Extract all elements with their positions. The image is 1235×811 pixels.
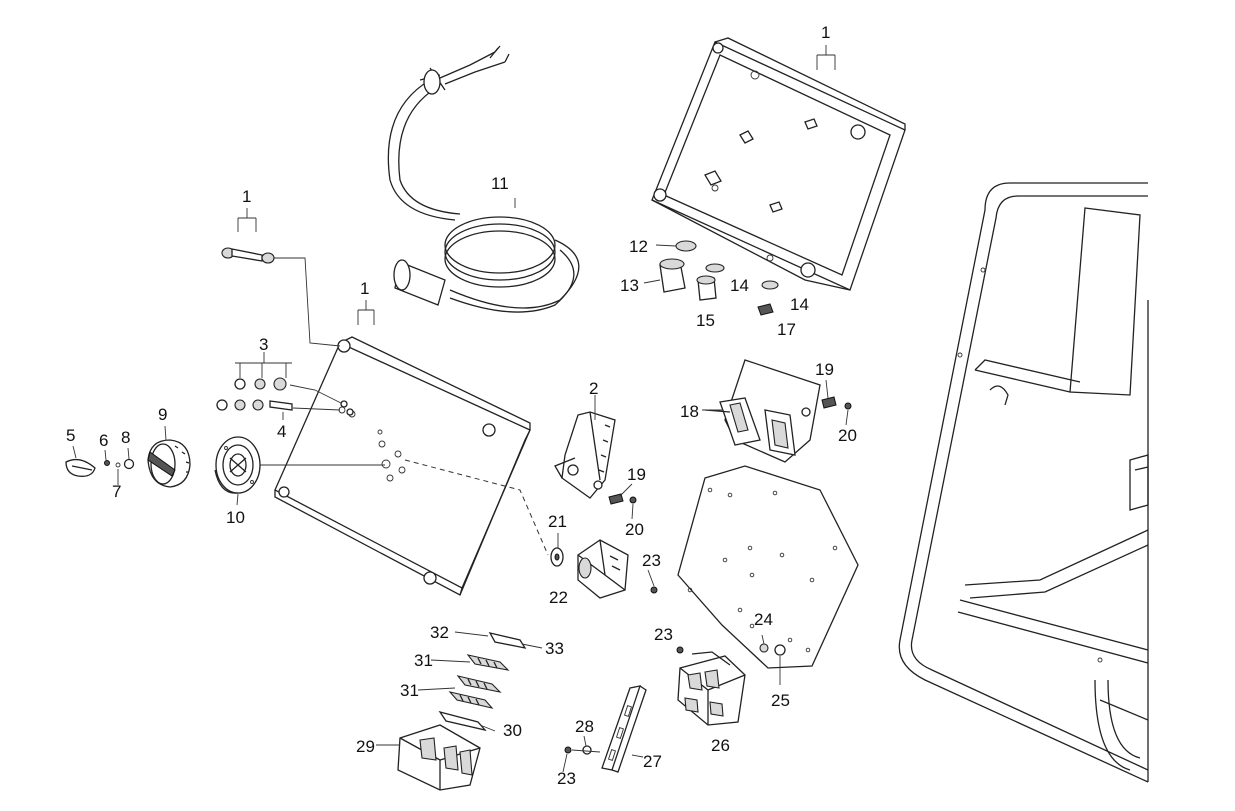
callout-20a: 20 [625, 520, 644, 539]
clip-19b [821, 396, 837, 409]
contactor-18 [704, 359, 821, 463]
washer-25 [774, 644, 786, 656]
contactor-26 [676, 646, 746, 726]
callout-29: 29 [356, 737, 375, 756]
callout-9: 9 [158, 405, 167, 424]
din-rail-27 [601, 685, 647, 773]
frame [898, 182, 1149, 783]
callout-19a: 19 [627, 465, 646, 484]
callout-19b: 19 [815, 360, 834, 379]
enclosure-top [651, 37, 906, 291]
bolt-1 [221, 247, 275, 264]
screw-23 [650, 586, 658, 594]
callout-32: 32 [430, 623, 449, 642]
breaker-29 [397, 724, 481, 791]
fittings-3-4 [216, 377, 354, 416]
callout-13: 13 [620, 276, 639, 295]
screw-6 [104, 460, 110, 466]
power-cable [387, 45, 580, 313]
callout-7: 7 [112, 482, 121, 501]
callout-labels: 1 1 1 2 3 4 5 6 7 8 9 10 11 12 13 14 14 … [66, 23, 857, 788]
bracket-2 [554, 411, 616, 499]
nut-24 [759, 643, 769, 653]
callout-3: 3 [259, 335, 268, 354]
callout-14b: 14 [790, 295, 809, 314]
callout-1-top: 1 [821, 23, 830, 42]
callout-pointers [72, 379, 849, 773]
callout-22: 22 [549, 588, 568, 607]
callout-2: 2 [589, 379, 598, 398]
callout-31b: 31 [400, 681, 419, 700]
handle-5 [65, 458, 96, 477]
callout-17: 17 [777, 320, 796, 339]
callout-4: 4 [277, 422, 286, 441]
terminal-strips [438, 632, 527, 732]
switch-22 [577, 539, 629, 599]
screw-20b [844, 402, 852, 410]
callout-14a: 14 [730, 276, 749, 295]
callout-11: 11 [491, 174, 509, 193]
cable-glands [659, 240, 779, 316]
callout-18: 18 [680, 402, 699, 421]
callout-1-mid: 1 [360, 279, 369, 298]
screw-23c [564, 746, 572, 754]
screw-20 [629, 496, 637, 504]
callout-8: 8 [121, 428, 130, 447]
callout-1-left: 1 [242, 187, 251, 206]
callout-33: 33 [545, 639, 564, 658]
rotary-knob-9 [147, 439, 191, 488]
callout-21: 21 [548, 512, 567, 531]
callout-30: 30 [503, 721, 522, 740]
callout-6: 6 [99, 431, 108, 450]
callout-20b: 20 [838, 426, 857, 445]
callout-10: 10 [226, 508, 245, 527]
callout-12: 12 [629, 237, 648, 256]
assembly-lines [258, 257, 549, 556]
washer-7 [115, 462, 121, 468]
mounting-plate [677, 465, 859, 669]
callout-25: 25 [771, 691, 790, 710]
washer-21 [550, 547, 564, 567]
callout-23a: 23 [642, 551, 661, 570]
callout-leaders [235, 45, 836, 548]
callout-15: 15 [696, 311, 715, 330]
callout-5: 5 [66, 426, 75, 445]
clip-19 [608, 493, 624, 505]
callout-28: 28 [575, 717, 594, 736]
rail-leader [571, 749, 601, 753]
enclosure-main [274, 336, 531, 596]
washer-28 [582, 745, 592, 755]
switch-base-10 [214, 436, 261, 494]
callout-31a: 31 [414, 651, 433, 670]
washer-8 [123, 458, 135, 470]
callout-23b: 23 [654, 625, 673, 644]
callout-23c: 23 [557, 769, 576, 788]
callout-27: 27 [643, 752, 662, 771]
callout-26: 26 [711, 736, 730, 755]
callout-24: 24 [754, 610, 773, 629]
